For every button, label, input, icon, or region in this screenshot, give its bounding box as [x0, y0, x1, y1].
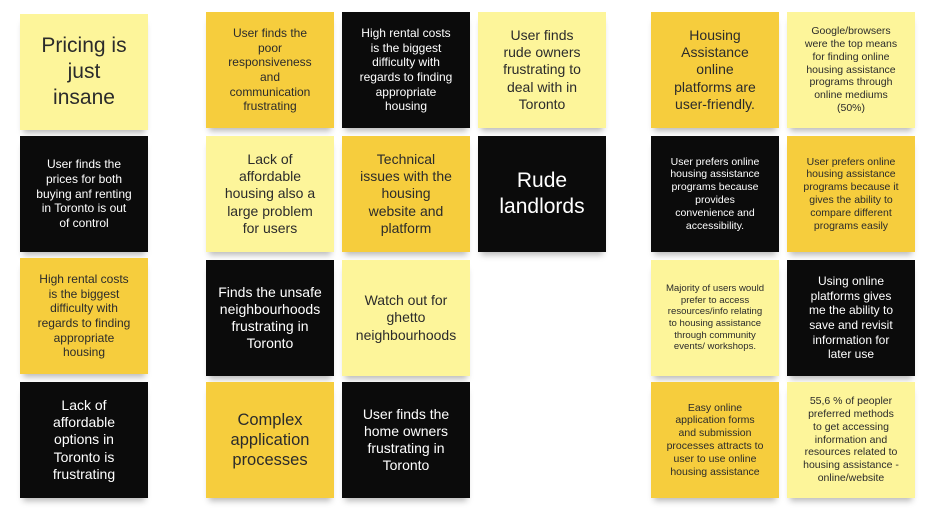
sticky-note[interactable]: 55,6 % of peopler preferred methods to g…: [787, 382, 915, 498]
sticky-note[interactable]: Watch out for ghetto neighbourhoods: [342, 260, 470, 376]
sticky-note[interactable]: Finds the unsafe neighbourhoods frustrat…: [206, 260, 334, 376]
sticky-note[interactable]: Majority of users would prefer to access…: [651, 260, 779, 376]
sticky-note[interactable]: User finds the prices for both buying an…: [20, 136, 148, 252]
sticky-note-text: Majority of users would prefer to access…: [665, 282, 765, 353]
sticky-note-text: 55,6 % of peopler preferred methods to g…: [803, 395, 899, 484]
sticky-note[interactable]: Housing Assistance online platforms are …: [651, 12, 779, 128]
sticky-note[interactable]: User prefers online housing assistance p…: [651, 136, 779, 252]
sticky-note-text: User finds rude owners frustrating to de…: [503, 27, 581, 112]
sticky-note-text: Complex application processes: [230, 410, 310, 470]
sticky-note-text: Watch out for ghetto neighbourhoods: [355, 292, 457, 343]
sticky-note-text: Google/browsers were the top means for f…: [804, 25, 898, 114]
sticky-note-text: Technical issues with the housing websit…: [360, 151, 452, 236]
sticky-note[interactable]: Lack of affordable options in Toronto is…: [20, 382, 148, 498]
sticky-note[interactable]: Google/browsers were the top means for f…: [787, 12, 915, 128]
sticky-note[interactable]: User finds rude owners frustrating to de…: [478, 12, 606, 128]
sticky-note[interactable]: Technical issues with the housing websit…: [342, 136, 470, 252]
sticky-note-text: High rental costs is the biggest difficu…: [37, 272, 131, 360]
sticky-note[interactable]: High rental costs is the biggest difficu…: [342, 12, 470, 128]
sticky-note-text: Finds the unsafe neighbourhoods frustrat…: [218, 283, 322, 352]
sticky-note-text: Using online platforms gives me the abil…: [808, 274, 894, 362]
sticky-note-text: Lack of affordable options in Toronto is…: [52, 397, 116, 482]
sticky-note-text: User finds the home owners frustrating i…: [362, 405, 450, 474]
sticky-note-text: User prefers online housing assistance p…: [803, 155, 899, 232]
sticky-note[interactable]: Complex application processes: [206, 382, 334, 498]
sticky-note[interactable]: Using online platforms gives me the abil…: [787, 260, 915, 376]
sticky-note-text: Easy online application forms and submis…: [666, 401, 764, 478]
sticky-note-text: Pricing is just insane: [41, 33, 127, 110]
sticky-note[interactable]: High rental costs is the biggest difficu…: [20, 258, 148, 374]
sticky-note[interactable]: Easy online application forms and submis…: [651, 382, 779, 498]
sticky-note[interactable]: Pricing is just insane: [20, 14, 148, 130]
sticky-note-text: Rude landlords: [499, 168, 585, 218]
sticky-note[interactable]: Lack of affordable housing also a large …: [206, 136, 334, 252]
sticky-note[interactable]: User finds the poor responsiveness and c…: [206, 12, 334, 128]
sticky-note[interactable]: Rude landlords: [478, 136, 606, 252]
sticky-note[interactable]: User prefers online housing assistance p…: [787, 136, 915, 252]
sticky-note-text: Lack of affordable housing also a large …: [224, 151, 316, 236]
sticky-note[interactable]: User finds the home owners frustrating i…: [342, 382, 470, 498]
sticky-note-text: User finds the poor responsiveness and c…: [228, 26, 312, 114]
sticky-note-text: High rental costs is the biggest difficu…: [359, 26, 453, 114]
sticky-note-text: User finds the prices for both buying an…: [36, 157, 132, 230]
sticky-note-text: Housing Assistance online platforms are …: [674, 27, 756, 112]
sticky-note-text: User prefers online housing assistance p…: [670, 155, 760, 232]
